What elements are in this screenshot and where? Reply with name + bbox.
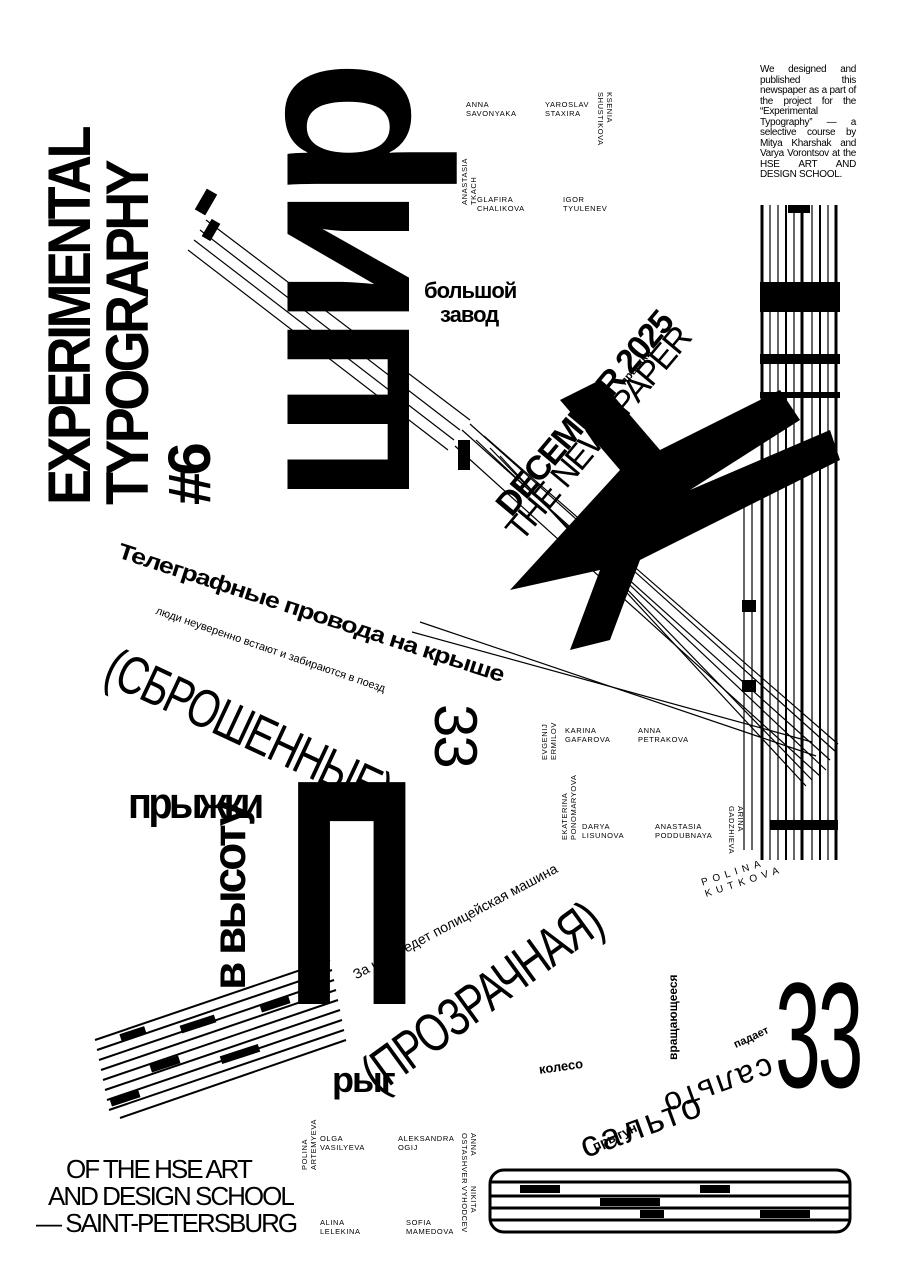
word-jumps: прыжки [128,779,264,828]
vertical-rails [743,205,838,860]
bottom-stripes [488,1168,852,1234]
number-big: 33 [775,951,863,1119]
big-letter-p: п [282,625,422,1094]
word-height: в высоту [203,803,255,990]
number-mid: 33 [422,704,489,767]
bottom-stripe-blocks [520,1185,810,1218]
rail-blocks [742,205,840,830]
left-dashes [194,188,470,470]
x-shape [510,380,840,650]
word-ryg: рыг [332,1059,396,1100]
footer-line3: — SAINT-PETERSBURG [36,1208,298,1238]
left-wire-blocks [109,995,291,1107]
title-line1: EXPERIMENTAL [36,129,103,505]
footer-line2: AND DESIGN SCHOOL [48,1181,295,1211]
plant-name-line1: большой [424,278,517,303]
word-vrashch: вращающееся [666,974,680,1060]
about-text: We designed and published this newspaper… [760,64,856,180]
title-line2: TYPOGRAPHY [94,162,161,505]
diagonal-wires [187,219,839,787]
masthead-brand: шир [201,73,458,505]
footer-line1: OF THE HSE ART [66,1154,253,1184]
plant-name-line2: завод [440,302,499,327]
